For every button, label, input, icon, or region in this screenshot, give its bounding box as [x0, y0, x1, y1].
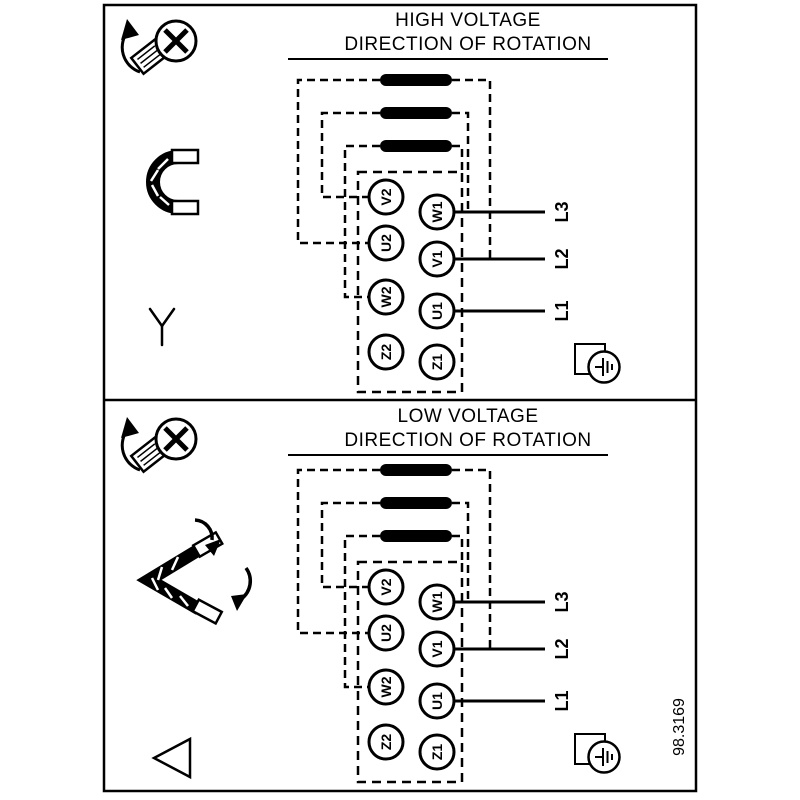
terminal-label-w1: W1	[429, 591, 445, 612]
delta-jumper-icon	[136, 518, 252, 626]
terminal-label-z2: Z2	[378, 344, 394, 361]
terminal-v1	[418, 630, 456, 668]
jumper-bar	[380, 464, 452, 476]
terminal-z2	[367, 723, 405, 761]
terminal-u1	[418, 292, 456, 330]
jumper-bar	[380, 140, 452, 152]
jumper-bars	[380, 74, 452, 152]
supply-line-label-l3: L3	[552, 591, 572, 612]
panel-title-line1: LOW VOLTAGE	[398, 406, 539, 427]
supply-line-label-l1: L1	[552, 300, 572, 321]
terminal-z1	[418, 343, 456, 381]
terminal-v2	[367, 178, 405, 216]
terminal-w2	[367, 278, 405, 316]
delta-symbol	[151, 736, 192, 780]
jumper-bar	[380, 497, 452, 509]
terminal-w1	[418, 583, 456, 621]
terminal-block: V2 U2 W2 Z2 W1 V1 U1 Z1	[356, 170, 464, 394]
doc-number: 98.3169	[671, 698, 688, 756]
diagram-frame	[102, 3, 698, 793]
terminal-u1	[418, 682, 456, 720]
rotation-arrow-head	[121, 417, 139, 438]
terminal-label-u2: U2	[378, 234, 394, 252]
move-arrow-head	[231, 594, 247, 611]
terminal-v2	[367, 568, 405, 606]
star-symbol	[148, 307, 176, 347]
terminal-label-w1: W1	[429, 201, 445, 222]
terminal-label-w2: W2	[378, 286, 394, 307]
supply-lines: L3 L2 L1	[455, 201, 572, 322]
rotation-arrow-head	[121, 19, 139, 40]
terminal-z1	[418, 733, 456, 771]
move-arrow-head	[205, 539, 221, 556]
terminal-v1	[418, 240, 456, 278]
jumper-bar	[380, 74, 452, 86]
panel-title-line1: HIGH VOLTAGE	[395, 10, 541, 31]
terminal-u2	[367, 614, 405, 652]
supply-line-label-l1: L1	[552, 690, 572, 711]
panel-high-voltage: HIGH VOLTAGE DIRECTION OF ROTATION	[120, 10, 621, 394]
screw-rotation-icon	[120, 19, 198, 76]
terminal-label-u2: U2	[378, 624, 394, 642]
terminal-label-v2: V2	[378, 578, 394, 595]
supply-line-label-l3: L3	[552, 201, 572, 222]
star-jumper-icon	[146, 148, 200, 216]
jumper-bars	[380, 464, 452, 542]
panel-low-voltage: LOW VOLTAGE DIRECTION OF ROTATION	[120, 406, 688, 784]
ground-symbol	[574, 733, 621, 774]
supply-line-label-l2: L2	[552, 638, 572, 659]
terminal-w2	[367, 668, 405, 706]
terminal-label-v1: V1	[429, 640, 445, 657]
supply-lines: L3 L2 L1	[455, 591, 572, 712]
move-arrow-arc	[194, 518, 214, 541]
terminal-label-u1: U1	[429, 302, 445, 320]
jumper-bar	[380, 107, 452, 119]
jumper-bar	[380, 530, 452, 542]
terminal-u2	[367, 224, 405, 262]
terminal-z2	[367, 333, 405, 371]
screw-rotation-icon	[120, 417, 198, 474]
terminal-label-v2: V2	[378, 188, 394, 205]
terminal-w1	[418, 193, 456, 231]
terminal-block: V2 U2 W2 Z2 W1 V1 U1 Z1	[356, 560, 464, 784]
terminal-label-z1: Z1	[429, 354, 445, 371]
panel-title-line2: DIRECTION OF ROTATION	[344, 34, 591, 55]
terminal-label-z1: Z1	[429, 744, 445, 761]
supply-line-label-l2: L2	[552, 248, 572, 269]
screw-cross-slot	[163, 28, 189, 54]
screw-cross-slot	[163, 426, 189, 452]
terminal-label-w2: W2	[378, 676, 394, 697]
terminal-label-u1: U1	[429, 692, 445, 710]
panel-title-line2: DIRECTION OF ROTATION	[344, 430, 591, 451]
terminal-label-z2: Z2	[378, 734, 394, 751]
terminal-label-v1: V1	[429, 250, 445, 267]
ground-symbol	[574, 343, 621, 384]
